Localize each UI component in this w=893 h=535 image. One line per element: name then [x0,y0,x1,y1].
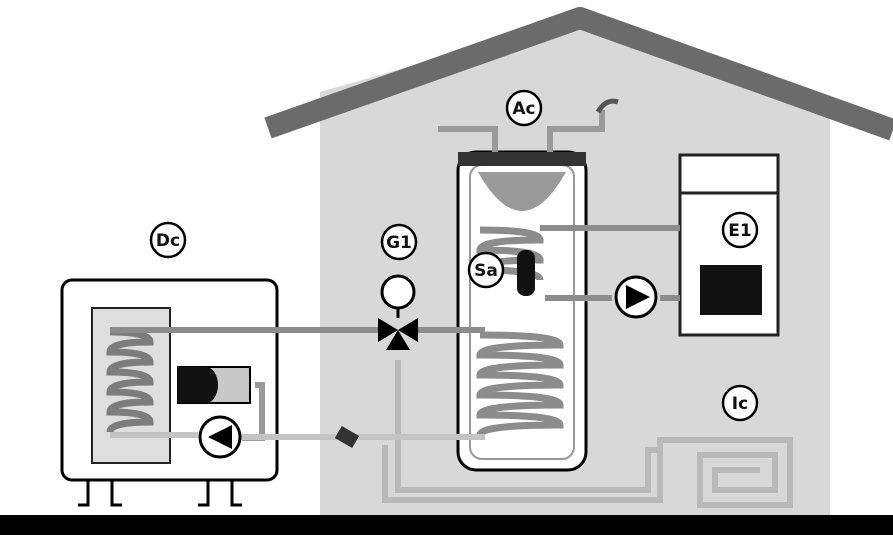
svg-text:E1: E1 [728,221,751,241]
underfloor-heating-loop [382,360,793,508]
label-sa: Sa [467,251,505,289]
check-valve-icon [334,425,360,449]
boiler-pipes [540,225,680,301]
sa-sensor-body [517,250,535,296]
boiler-unit [678,153,780,337]
label-ac: Ac [505,89,543,127]
label-dc: Dc [149,221,187,259]
tap-icon [595,98,619,114]
svg-text:G1: G1 [386,233,412,253]
boiler-pump-icon [614,275,658,319]
svg-text:Ic: Ic [732,394,748,414]
heat-pump-pump-icon [198,415,242,459]
roof [264,7,893,141]
ground-bar [0,515,893,535]
heat-pump-unit [60,278,279,507]
heat-pump-pipes [110,327,485,441]
label-g1: G1 [380,223,418,261]
svg-text:Dc: Dc [156,231,180,251]
label-e1: E1 [721,211,759,249]
tank-top-pipes [438,110,605,152]
label-ic: Ic [721,384,759,422]
svg-text:Ac: Ac [512,99,535,119]
svg-text:Sa: Sa [474,261,498,281]
three-way-valve-icon [378,274,418,350]
lower-coil [476,331,564,437]
